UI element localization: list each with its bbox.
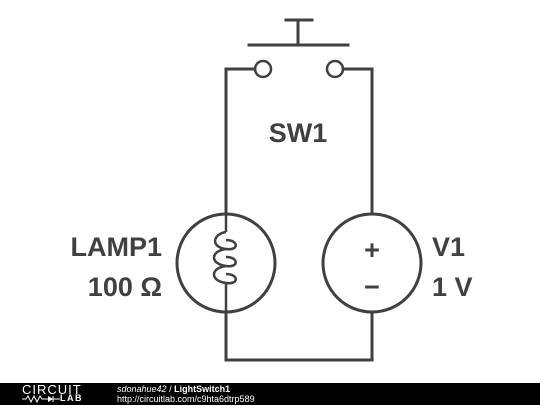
circuit-info: sdonahue42 / LightSwitch1 http://circuit… [117,384,255,404]
logo-text-lab: LAB [60,393,83,403]
lamp-filament-coil [212,230,237,285]
voltage-source-v1[interactable]: + − [321,212,423,314]
wire-bottom [224,311,374,362]
logo-text-circuit: CIRCUIT [22,382,82,397]
author-link[interactable]: sdonahue42 [117,384,167,394]
separator: / [166,384,175,394]
switch-label: SW1 [269,118,328,148]
wires [224,67,374,362]
switch-terminal-left [253,59,273,79]
schematic-canvas: + − SW1 LAMP1 100 Ω V1 1 V [70,18,473,362]
wire-left-top [224,67,257,215]
source-plus-sign: + [364,235,380,265]
circuit-title[interactable]: LightSwitch1 [174,384,231,394]
circuit-url[interactable]: http://circuitlab.com/c9hta6dtrp589 [117,394,255,404]
source-body [321,212,423,314]
author-title-line: sdonahue42 / LightSwitch1 [117,384,255,394]
wire-right-top [341,67,374,215]
lamp-lamp1[interactable] [175,212,277,314]
source-value-label: 1 V [432,272,473,302]
switch-sw1[interactable] [247,18,350,79]
source-name-label: V1 [432,232,465,262]
footer-bar: CIRCUIT LAB sdonahue42 / LightSwitch1 ht… [0,382,540,405]
switch-terminal-right [325,59,345,79]
source-minus-sign: − [364,272,380,302]
lamp-value-label: 100 Ω [88,272,162,302]
resistor-diode-icon [22,395,60,403]
circuitlab-logo[interactable]: CIRCUIT LAB [22,382,94,405]
lamp-name-label: LAMP1 [70,232,162,262]
